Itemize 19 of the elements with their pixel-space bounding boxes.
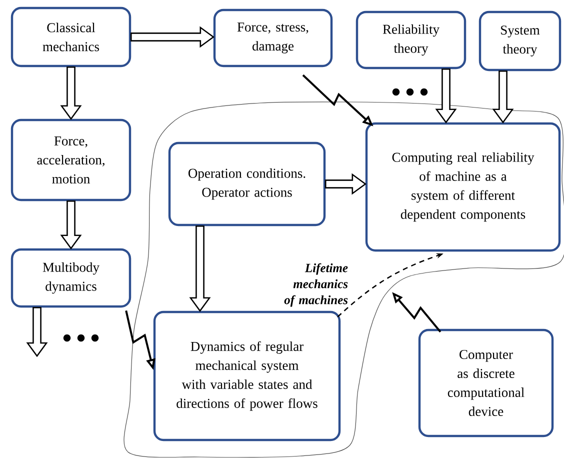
text-box: Force, stress, damage <box>213 8 333 68</box>
block-arrow <box>60 200 82 250</box>
region-label: Lifetime mechanics of machines <box>284 263 348 307</box>
block-arrow <box>324 173 366 195</box>
text-box: Reliability theory <box>356 10 466 70</box>
block-arrow <box>189 225 211 312</box>
block-arrow <box>130 26 214 48</box>
text-box: Force, acceleration, motion <box>10 118 132 202</box>
text-box: Computing real reliability of machine as a system of different dependent components <box>365 122 561 252</box>
text-box: Dynamics of regular mechanical system with variable states and directions of power flows <box>153 310 341 442</box>
block-arrow <box>60 66 82 120</box>
text-box: Computer as discrete computational device <box>418 328 554 438</box>
text-box: Multibody dynamics <box>10 248 132 308</box>
text-box: System theory <box>478 10 562 72</box>
block-arrow <box>492 70 514 124</box>
block-arrow <box>26 306 48 358</box>
text-box: Classical mechanics <box>10 6 132 68</box>
block-arrow <box>435 68 457 124</box>
text-box: Operation conditions. Operator actions <box>168 142 326 226</box>
